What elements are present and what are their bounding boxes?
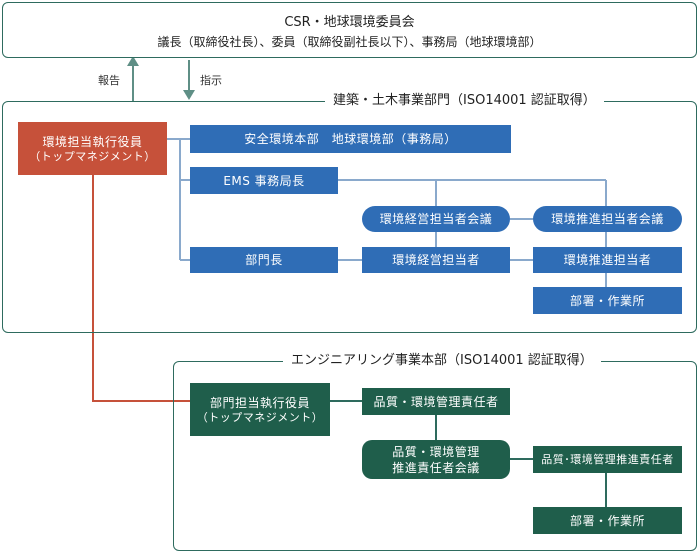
report-label: 報告 — [98, 74, 120, 87]
qe-promo-box: 品質･環境管理推進責任者 — [533, 446, 682, 473]
construction-exec-subtitle: （トップマネジメント） — [29, 149, 156, 163]
construction-sites-box: 部署・作業所 — [533, 287, 682, 314]
promo-staff-box: 環境推進担当者 — [533, 247, 682, 273]
qe-council-box: 品質・環境管理 推進責任者会議 — [362, 440, 510, 479]
instruct-label: 指示 — [200, 74, 222, 87]
division-head-box: 部門長 — [190, 247, 338, 273]
construction-exec-title: 環境担当執行役員 — [42, 134, 143, 149]
committee-members: 議長（取締役社長）、委員（取締役副社長以下）、事務局（地球環境部） — [157, 35, 542, 49]
mgmt-staff-box: 環境経営担当者 — [362, 247, 510, 273]
exec-link-line — [92, 175, 190, 402]
engineering-exec-box: 部門担当執行役員 （トップマネジメント） — [190, 383, 330, 436]
engineering-connectors — [330, 400, 607, 507]
report-arrow-head — [127, 56, 139, 66]
promo-council-box: 環境推進担当者会議 — [533, 206, 682, 232]
qe-manager-box: 品質・環境管理責任者 — [362, 388, 510, 415]
qe-council-line1: 品質・環境管理 — [392, 444, 480, 459]
ems-manager-box: EMS 事務局長 — [190, 167, 338, 194]
construction-connectors — [167, 138, 607, 287]
instruct-arrow-head — [183, 90, 195, 100]
construction-title: 建築・土木事業部門（ISO14001 認証取得） — [325, 92, 604, 110]
engineering-exec-title: 部門担当執行役員 — [209, 395, 310, 410]
engineering-title: エンジニアリング事業本部（ISO14001 認証取得） — [283, 352, 601, 370]
engineering-exec-subtitle: （トップマネジメント） — [196, 410, 324, 424]
mgmt-council-box: 環境経営担当者会議 — [362, 206, 510, 232]
safety-hq-box: 安全環境本部 地球環境部（事務局） — [190, 125, 511, 153]
committee-title: CSR・地球環境委員会 — [284, 15, 415, 30]
engineering-sites-box: 部署・作業所 — [533, 507, 682, 534]
construction-exec-box: 環境担当執行役員 （トップマネジメント） — [18, 122, 167, 175]
qe-council-line2: 推進責任者会議 — [392, 460, 480, 475]
committee-box: CSR・地球環境委員会 議長（取締役社長）、委員（取締役副社長以下）、事務局（地… — [2, 2, 697, 58]
